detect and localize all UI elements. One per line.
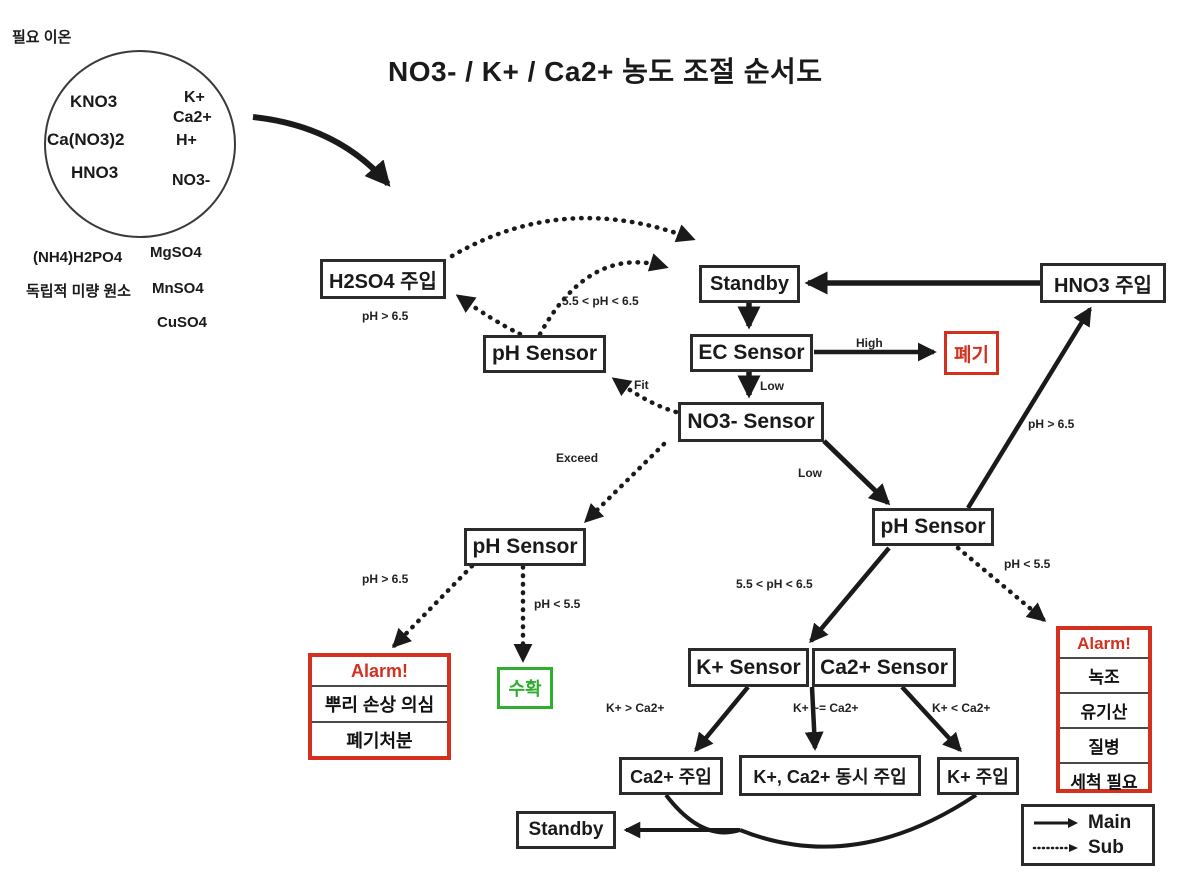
edge-label-low-no3: Low [798, 466, 822, 480]
edge-label-ph-gt-65-left: pH > 6.5 [362, 572, 408, 586]
node-standby-bottom: Standby [516, 811, 616, 849]
dotted-arrow-icon [1032, 842, 1080, 854]
edge-h2so4-to-standby [452, 218, 693, 256]
ion-ca: Ca2+ [173, 109, 212, 127]
edge-label-high: High [856, 336, 883, 350]
ion-k: K+ [184, 89, 205, 107]
edge-sensors-to-bothinject [812, 687, 815, 748]
node-ph-sensor-top: pH Sensor [483, 335, 606, 373]
ion-h: H+ [176, 132, 197, 150]
acid-cano32: Ca(NO3)2 [47, 130, 124, 150]
edge-phtop-to-h2so4 [458, 296, 520, 334]
edge-phright-to-sensors [811, 548, 889, 641]
alarm-right-line-disease: 질병 [1060, 727, 1148, 762]
edge-label-k-gt-ca: K+ > Ca2+ [606, 701, 664, 715]
alarm-box-right: Alarm! 녹조 유기산 질병 세척 필요 [1056, 626, 1152, 793]
alarm-right-line-algae: 녹조 [1060, 657, 1148, 692]
node-k-sensor: K+ Sensor [688, 648, 809, 687]
alarm-box-left: Alarm! 뿌리 손상 의심 폐기처분 [308, 653, 451, 760]
legend-box: Main Sub [1021, 804, 1155, 866]
edge-label-low-ec: Low [760, 379, 784, 393]
acid-kno3: KNO3 [70, 92, 117, 112]
edge-label-fit: Fit [634, 378, 649, 392]
node-ph-sensor-right: pH Sensor [872, 508, 994, 546]
alarm-right-line-organic-acid: 유기산 [1060, 692, 1148, 727]
node-ph-sensor-left: pH Sensor [464, 528, 586, 566]
node-k-ca-inject: K+, Ca2+ 동시 주입 [739, 755, 921, 796]
edge-ions-to-flow [253, 117, 388, 184]
legend-sub-row: Sub [1032, 837, 1144, 859]
node-k-inject: K+ 주입 [937, 757, 1019, 795]
node-standby-top: Standby [699, 265, 800, 303]
edge-label-exceed: Exceed [556, 451, 598, 465]
ion-panel-label: 필요 이온 [12, 26, 71, 47]
legend-main-row: Main [1032, 812, 1144, 834]
page-title: NO3- / K+ / Ca2+ 농도 조절 순서도 [388, 50, 823, 90]
alarm-left-title: Alarm! [312, 657, 447, 685]
edge-kinject-return [740, 795, 976, 847]
alarm-right-title: Alarm! [1060, 630, 1148, 657]
alarm-left-line-root-damage: 뿌리 손상 의심 [312, 685, 447, 721]
node-harvest: 수확 [497, 667, 553, 709]
edge-label-ph-lt-55-left: pH < 5.5 [534, 597, 580, 611]
edge-cainject-return [666, 795, 740, 832]
compound-cuso4: CuSO4 [157, 314, 207, 331]
edge-label-ph-mid-right: 5.5 < pH < 6.5 [736, 577, 813, 591]
node-no3-sensor: NO3- Sensor [678, 402, 824, 442]
edge-label-ph-lt-55-right: pH < 5.5 [1004, 557, 1050, 571]
solid-arrow-icon [1032, 817, 1080, 829]
edge-label-ph-gt-65-hno3: pH > 6.5 [1028, 417, 1074, 431]
alarm-right-line-cleaning: 세척 필요 [1060, 762, 1148, 797]
edge-label-ph-gt-65-top: pH > 6.5 [362, 309, 408, 323]
edge-label-k-eq-ca: K+ ~= Ca2+ [793, 701, 858, 715]
node-ca-sensor: Ca2+ Sensor [812, 648, 956, 687]
compound-nh4h2po4: (NH4)H2PO4 [33, 249, 122, 266]
acid-hno3: HNO3 [71, 163, 118, 183]
compound-mgso4: MgSO4 [150, 244, 202, 261]
legend-main-label: Main [1088, 812, 1131, 834]
edge-no3-to-phright [824, 441, 888, 503]
node-h2so4-inject: H2SO4 주입 [320, 259, 446, 299]
legend-sub-label: Sub [1088, 837, 1124, 859]
compound-mnso4: MnSO4 [152, 280, 204, 297]
node-discard: 폐기 [944, 331, 999, 375]
alarm-left-line-discard: 폐기처분 [312, 721, 447, 757]
node-hno3-inject: HNO3 주입 [1040, 263, 1166, 303]
edge-ksensor-to-cainject [696, 687, 748, 750]
edge-label-ph-mid-top: 5.5 < pH < 6.5 [562, 294, 639, 308]
edge-label-k-lt-ca: K+ < Ca2+ [932, 701, 990, 715]
ion-no3: NO3- [172, 172, 210, 190]
node-ec-sensor: EC Sensor [690, 334, 813, 372]
note-trace-elements: 독립적 미량 원소 [26, 280, 131, 301]
node-ca-inject: Ca2+ 주입 [619, 757, 723, 795]
edge-casensor-to-kinject [902, 687, 960, 750]
